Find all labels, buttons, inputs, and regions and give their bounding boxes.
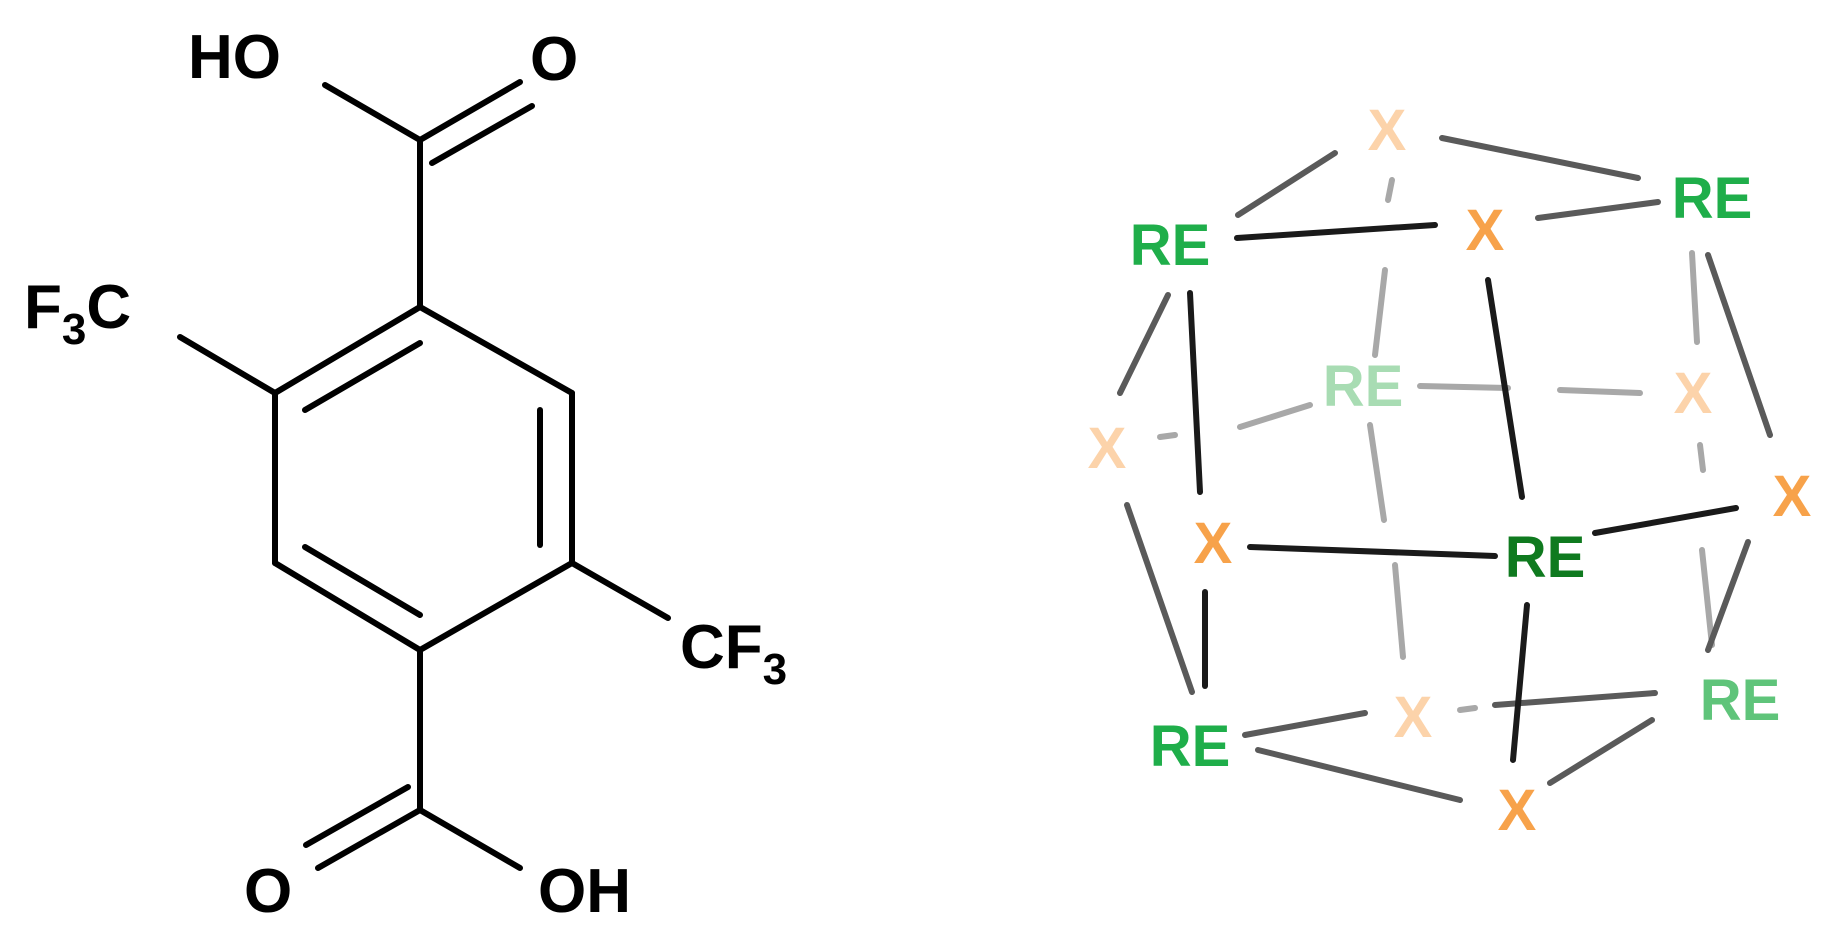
- bottom-carboxyl-group: [303, 647, 523, 871]
- atom-re-top-left: RE: [1130, 213, 1211, 278]
- atom-x-mid-right-back: X: [1674, 361, 1713, 426]
- atom-x-right: X: [1773, 464, 1812, 529]
- label-o-bottom: O: [244, 857, 292, 926]
- terephthalic-acid-molecule: HO O F3C CF3 O OH: [24, 23, 787, 926]
- atom-re-bottom-right: RE: [1700, 668, 1781, 733]
- top-carboxyl-group: [322, 79, 535, 310]
- left-cf3-bond: [177, 334, 278, 396]
- atom-x-bottom-front: X: [1498, 778, 1537, 843]
- label-o-top: O: [530, 25, 578, 94]
- label-cf3-right: CF3: [680, 613, 787, 694]
- atom-re-top-right: RE: [1672, 166, 1753, 231]
- benzene-ring: [272, 304, 575, 653]
- atom-re-bottom-left: RE: [1150, 714, 1231, 779]
- atom-x-mid-left-front: X: [1194, 511, 1233, 576]
- side-bonds: [1117, 135, 1773, 803]
- atom-x-top-front: X: [1466, 198, 1505, 263]
- atom-re-mid-back: RE: [1323, 354, 1404, 419]
- atom-x-left-back: X: [1088, 416, 1127, 481]
- label-ho-top: HO: [188, 23, 281, 92]
- back-bonds: [1157, 177, 1715, 713]
- atom-x-top-back: X: [1368, 98, 1407, 163]
- right-cf3-bond: [569, 560, 671, 621]
- atom-x-bottom-back: X: [1394, 685, 1433, 750]
- label-f3c-left: F3C: [24, 273, 131, 354]
- front-bonds: [1187, 222, 1739, 763]
- label-oh-bottom: OH: [538, 857, 631, 926]
- atom-re-center-front: RE: [1505, 525, 1586, 590]
- re-x-cluster: X RE X RE RE X X X RE X X RE RE X: [1088, 98, 1812, 843]
